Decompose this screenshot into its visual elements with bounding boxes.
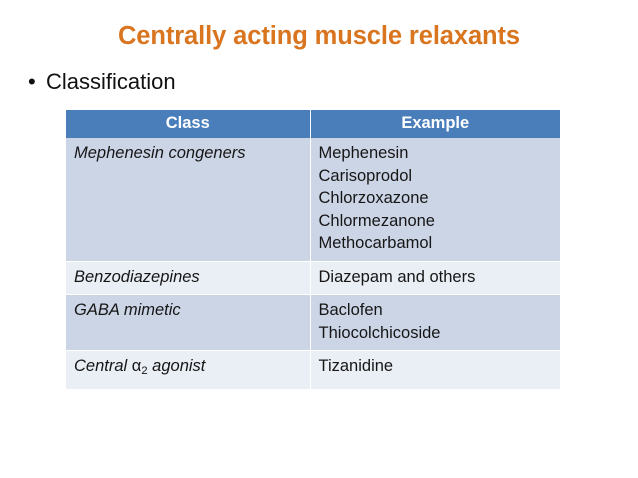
table-header-row: Class Example	[66, 110, 560, 138]
table-row: Central α2 agonist Tizanidine	[66, 350, 560, 390]
cell-example-mephenesin-congeners: Mephenesin Carisoprodol Chlorzoxazone Ch…	[310, 138, 560, 262]
class-prefix: Central	[74, 357, 132, 375]
table-row: Benzodiazepines Diazepam and others	[66, 261, 560, 295]
cell-example-central-alpha2-agonist: Tizanidine	[310, 350, 560, 390]
alpha-glyph: α	[131, 357, 142, 375]
class-suffix: agonist	[147, 357, 206, 375]
example-item: Carisoprodol	[318, 166, 413, 185]
example-item: Mephenesin	[318, 144, 409, 162]
page-title: Centrally acting muscle relaxants	[117, 22, 521, 50]
cell-class-gaba-mimetic: GABA mimetic	[66, 294, 311, 351]
bullet-dot-icon: •	[28, 69, 36, 94]
alpha-symbol: α2	[131, 357, 148, 378]
cell-example-benzodiazepines: Diazepam and others	[310, 261, 560, 295]
bullet-label: Classification	[46, 69, 176, 94]
example-item: Diazepam and others	[318, 267, 476, 286]
table-row: Mephenesin congeners Mephenesin Carisopr…	[66, 138, 560, 262]
table-body: Mephenesin congeners Mephenesin Carisopr…	[66, 138, 560, 390]
bullet-classification: • Classification	[28, 68, 176, 96]
cell-example-gaba-mimetic: Baclofen Thiocolchicoside	[310, 294, 560, 351]
example-item: Chlorzoxazone	[318, 189, 429, 207]
cell-class-benzodiazepines: Benzodiazepines	[66, 261, 311, 295]
alpha-subscript: 2	[141, 365, 148, 378]
example-item: Methocarbamol	[318, 234, 433, 252]
example-item: Tizanidine	[318, 357, 394, 375]
cell-class-mephenesin-congeners: Mephenesin congeners	[66, 138, 311, 262]
table-header: Class Example	[66, 110, 560, 138]
example-item: Chlormezanone	[318, 211, 435, 230]
cell-class-central-alpha2-agonist: Central α2 agonist	[66, 350, 311, 390]
table-row: GABA mimetic Baclofen Thiocolchicoside	[66, 294, 560, 351]
example-item: Thiocolchicoside	[318, 323, 441, 342]
example-item: Baclofen	[318, 301, 383, 319]
column-header-class: Class	[66, 110, 311, 138]
classification-table-wrapper: Class Example Mephenesin congeners Mephe…	[66, 110, 560, 390]
column-header-example: Example	[310, 110, 560, 138]
classification-table: Class Example Mephenesin congeners Mephe…	[66, 110, 560, 390]
